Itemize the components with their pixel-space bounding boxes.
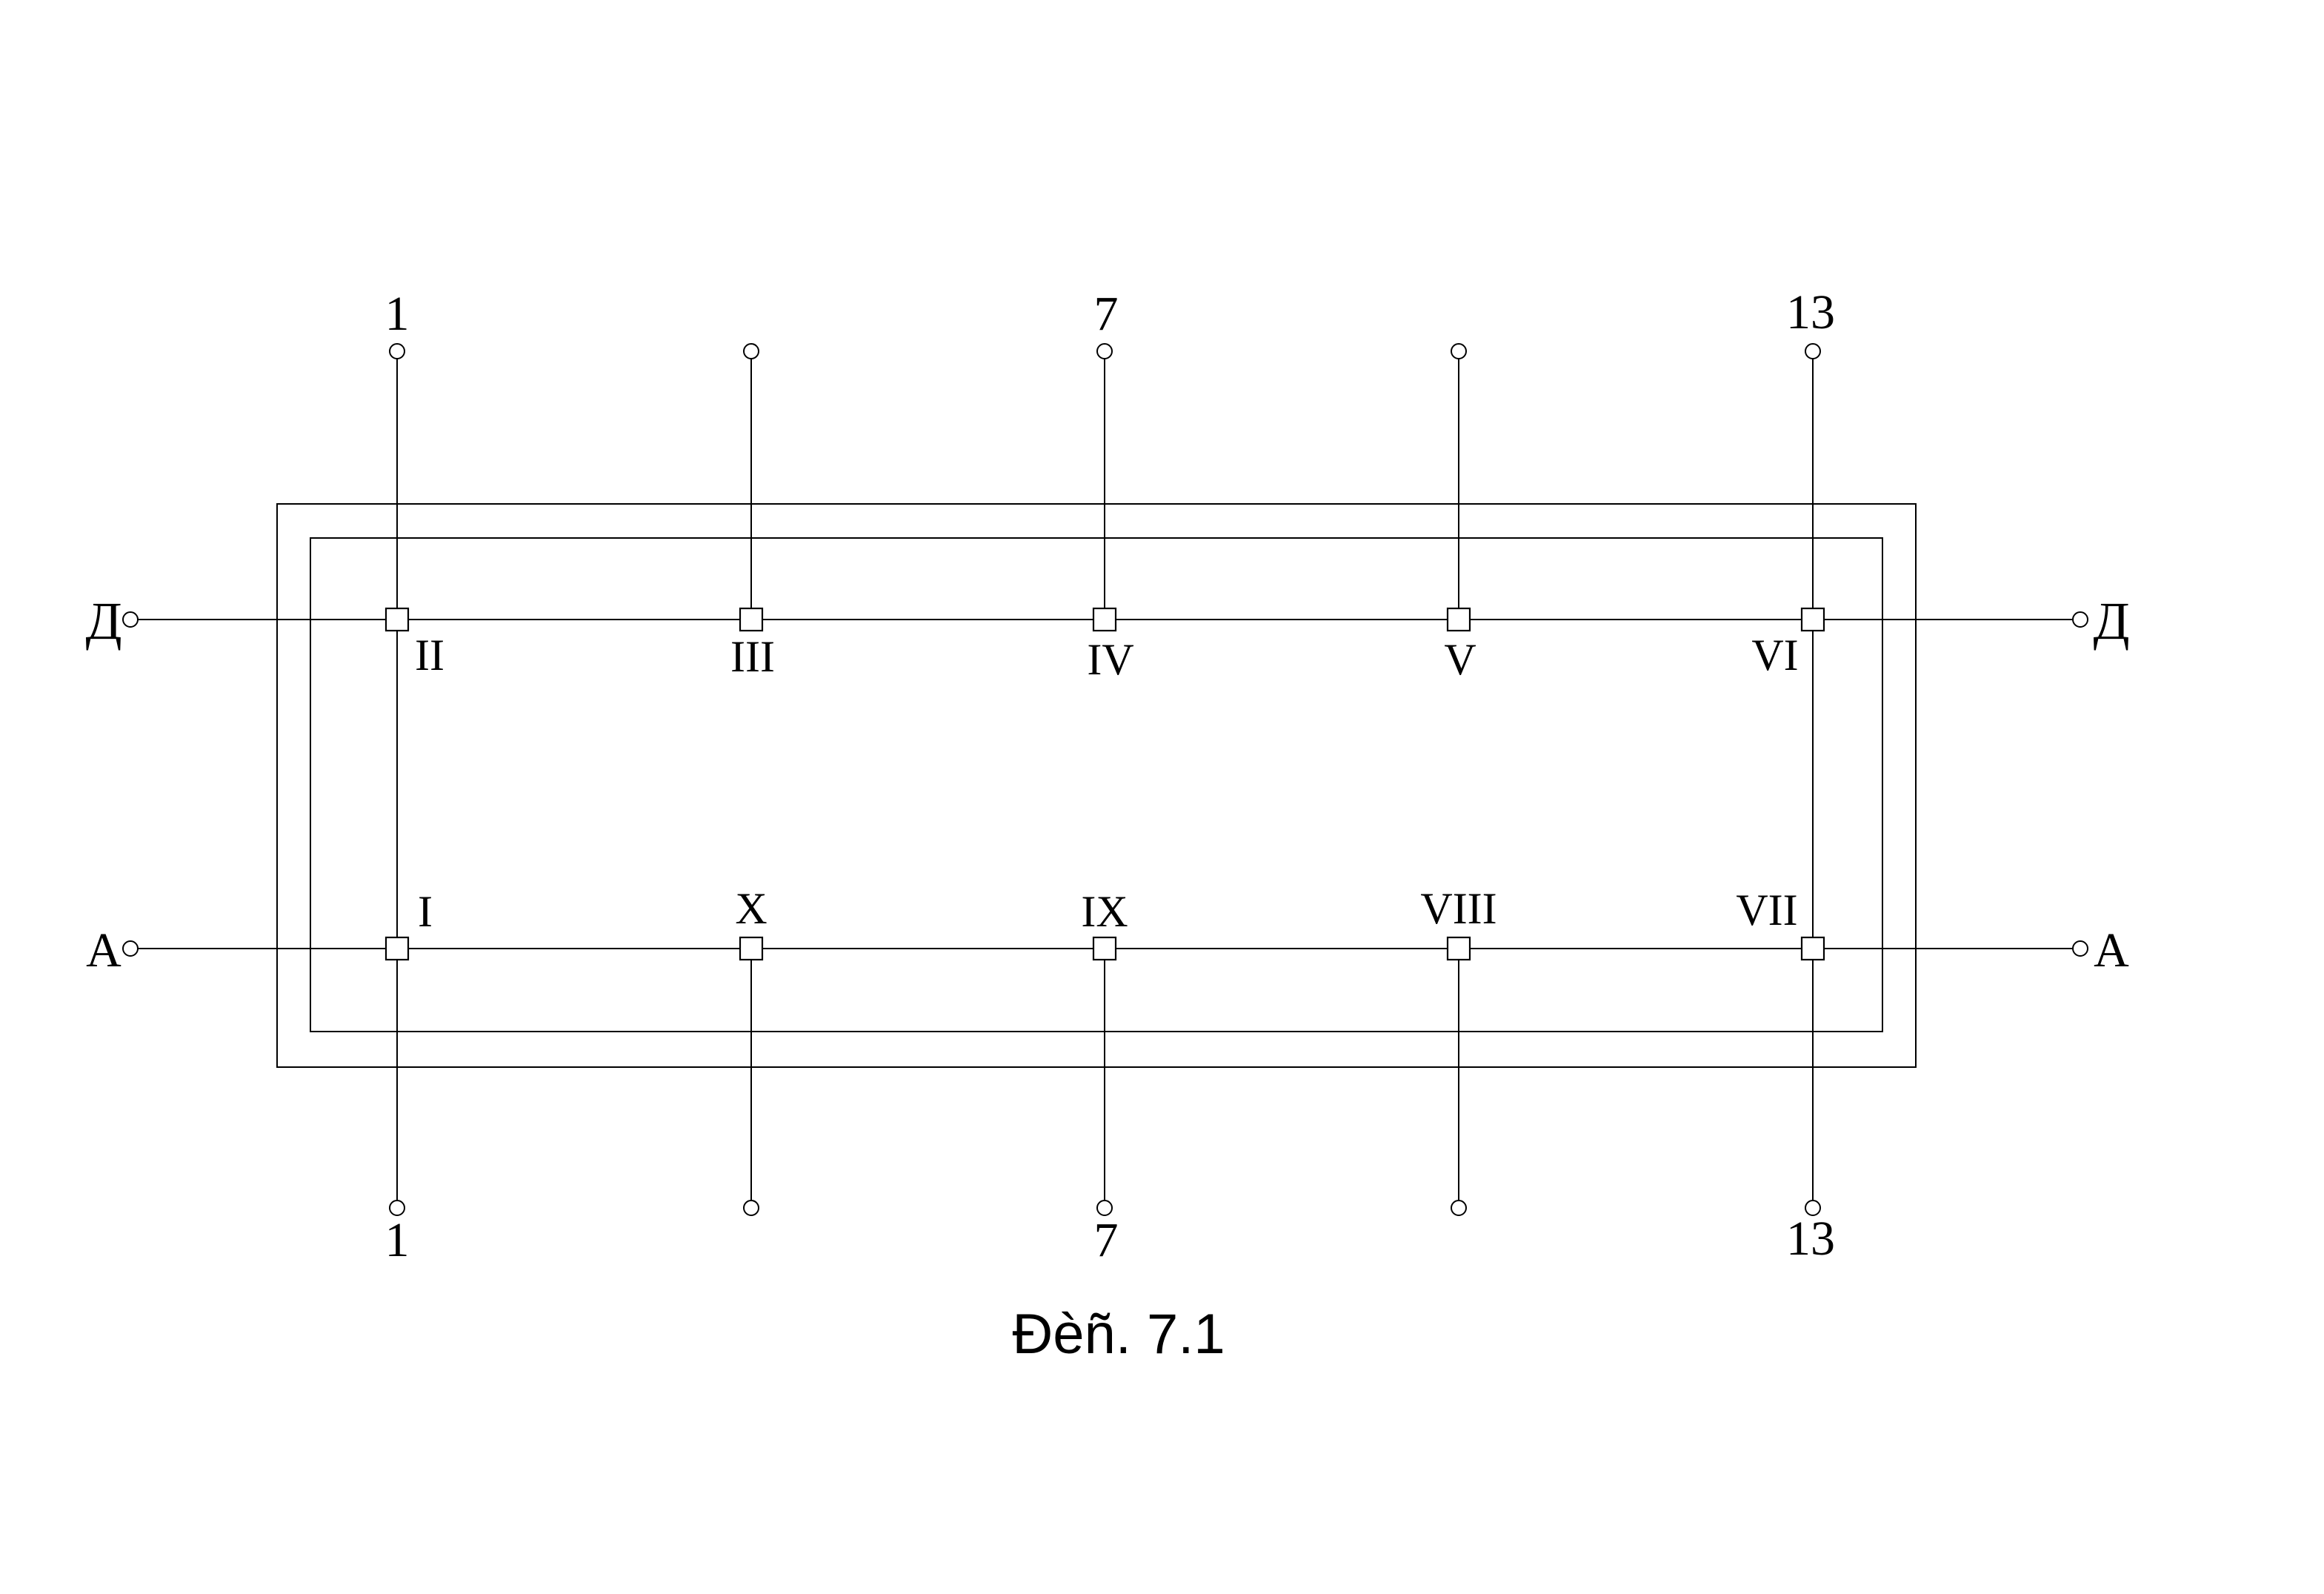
node-square-iv xyxy=(1092,607,1117,632)
node-label-vii: VII xyxy=(1736,886,1797,934)
node-square-vii xyxy=(1800,936,1825,961)
axis-bubble-a-right xyxy=(2072,940,2088,957)
node-square-i xyxy=(384,936,410,961)
figure-caption: Đèñ. 7.1 xyxy=(1012,1303,1225,1366)
axis-bubble-13-top xyxy=(1805,343,1821,359)
axis-bubble-13-bottom xyxy=(1805,1200,1821,1216)
axis-bubble-a-left xyxy=(122,940,139,957)
axis-bubble-1-bottom xyxy=(389,1200,405,1216)
axis-label-1-top: 1 xyxy=(385,287,410,341)
axis-bubble-d-left xyxy=(122,611,139,628)
node-label-v: V xyxy=(1444,635,1476,684)
axis-bubble-10-top xyxy=(1451,343,1467,359)
node-square-x xyxy=(739,936,764,961)
node-label-x: X xyxy=(735,884,767,933)
axis-label-d-left: Д xyxy=(85,591,121,651)
axis-label-d-right: Д xyxy=(2093,591,2129,651)
axis-bubble-7-top xyxy=(1096,343,1113,359)
inner-wall-contour xyxy=(310,537,1883,1032)
node-square-v xyxy=(1446,607,1471,632)
node-square-ii xyxy=(384,607,410,632)
node-square-viii xyxy=(1446,936,1471,961)
node-label-viii: VIII xyxy=(1420,884,1496,933)
node-label-vi: VI xyxy=(1751,631,1798,680)
outer-wall-contour xyxy=(276,503,1917,1068)
axis-bubble-1-top xyxy=(389,343,405,359)
axis-label-13-top: 13 xyxy=(1786,285,1835,339)
axis-label-1-bottom: 1 xyxy=(385,1213,410,1267)
axis-bubble-7-bottom xyxy=(1096,1200,1113,1216)
node-label-ii: II xyxy=(415,631,445,680)
axis-label-7-bottom: 7 xyxy=(1094,1213,1119,1267)
node-square-vi xyxy=(1800,607,1825,632)
axis-bubble-d-right xyxy=(2072,611,2088,628)
node-label-i: I xyxy=(418,887,433,936)
axis-bubble-10-bottom xyxy=(1451,1200,1467,1216)
node-label-iv: IV xyxy=(1087,635,1133,684)
axis-label-7-top: 7 xyxy=(1094,287,1119,341)
node-square-ix xyxy=(1092,936,1117,961)
axis-bubble-4-bottom xyxy=(743,1200,759,1216)
node-square-iii xyxy=(739,607,764,632)
axis-label-a-right: А xyxy=(2094,923,2129,977)
axis-bubble-4-top xyxy=(743,343,759,359)
node-label-ix: IX xyxy=(1081,887,1128,936)
axis-label-a-left: А xyxy=(86,923,121,977)
node-label-iii: III xyxy=(730,632,775,681)
axis-label-13-bottom: 13 xyxy=(1786,1212,1835,1266)
